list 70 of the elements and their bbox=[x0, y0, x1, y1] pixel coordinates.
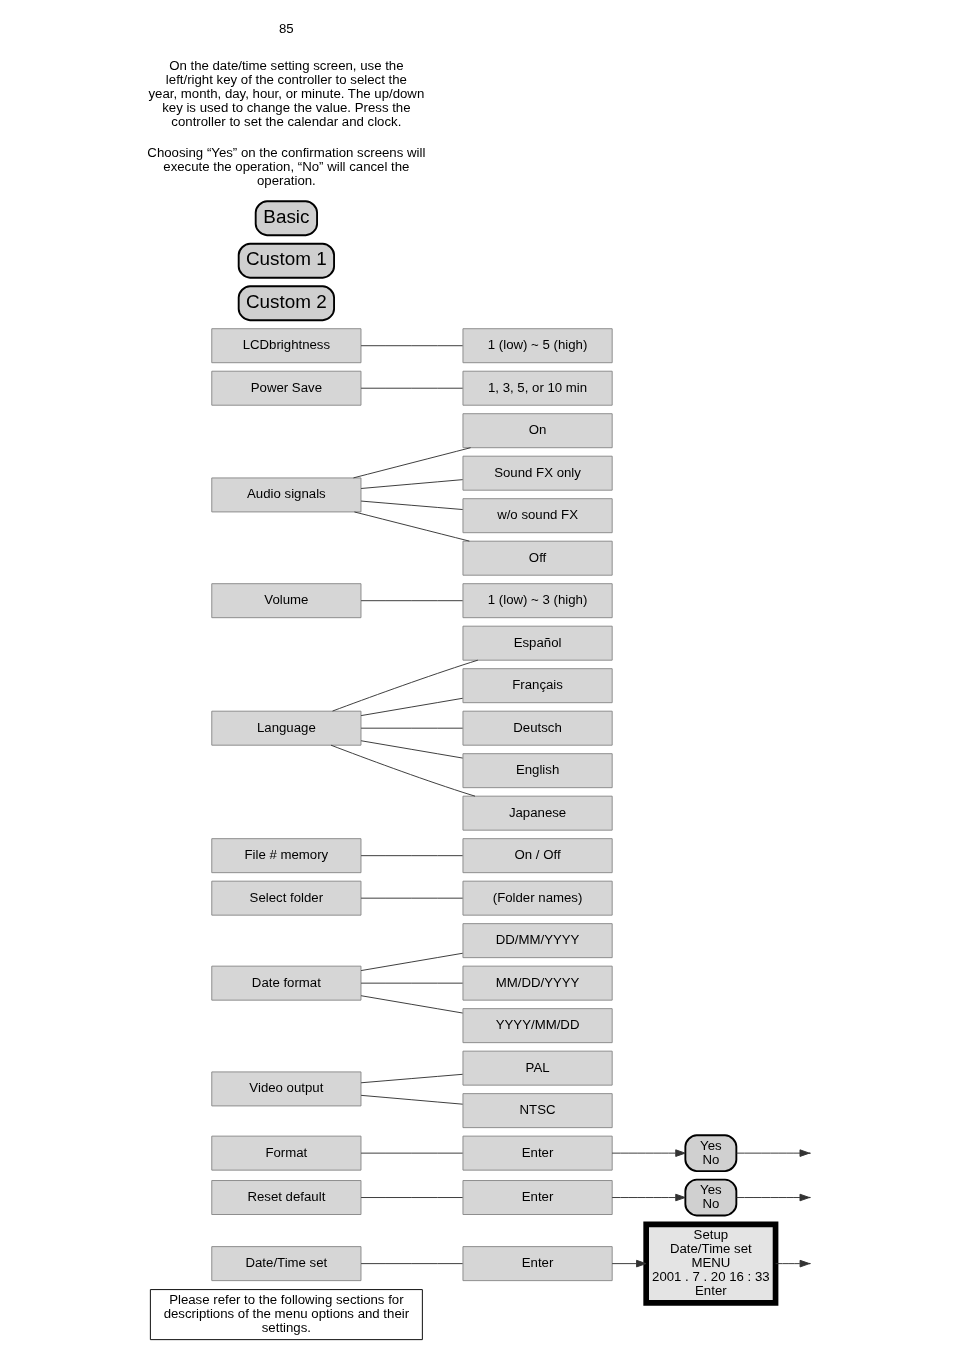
node-box: w/o sound FX bbox=[462, 498, 613, 534]
label: 85 bbox=[279, 20, 294, 36]
connector bbox=[360, 897, 464, 899]
arrow bbox=[736, 1149, 810, 1157]
node-box: Reset default bbox=[211, 1180, 362, 1215]
node-box: Setup Date/Time set MENU 2001 . 7 . 20 16 : 33 Enter bbox=[643, 1221, 779, 1306]
connector bbox=[360, 740, 464, 759]
connector bbox=[360, 1094, 464, 1105]
node-box: Español bbox=[462, 625, 613, 661]
node-box: Volume bbox=[211, 583, 362, 619]
connector bbox=[360, 479, 464, 489]
node-box: MM/DD/YYYY bbox=[462, 965, 613, 1001]
connector bbox=[360, 500, 464, 510]
node-box: Enter bbox=[462, 1180, 613, 1215]
node-box: Yes No bbox=[684, 1178, 738, 1217]
connector bbox=[330, 744, 476, 797]
connector bbox=[353, 511, 470, 542]
connector bbox=[360, 995, 464, 1014]
connector bbox=[360, 697, 464, 717]
connector bbox=[360, 1073, 464, 1084]
node-box: Select folder bbox=[211, 880, 362, 916]
connector bbox=[332, 659, 479, 712]
node-box: Yes No bbox=[684, 1134, 738, 1172]
node-box: Power Save bbox=[211, 370, 362, 406]
connector bbox=[360, 952, 464, 972]
arrow bbox=[611, 1193, 686, 1202]
node-box: 1 (low) ~ 3 (high) bbox=[462, 583, 613, 619]
node-box: Basic bbox=[254, 200, 318, 237]
node-box: Custom 1 bbox=[237, 242, 335, 279]
connector bbox=[360, 982, 464, 984]
node-box: Language bbox=[211, 710, 362, 746]
connector bbox=[360, 1152, 464, 1154]
connector bbox=[360, 727, 464, 729]
node-box: On / Off bbox=[462, 838, 613, 874]
node-box: File # memory bbox=[211, 838, 362, 874]
node-box: Video output bbox=[211, 1071, 362, 1107]
node-box: Audio signals bbox=[211, 477, 362, 513]
connector bbox=[360, 1263, 464, 1265]
node-box: On bbox=[462, 413, 613, 449]
label: Choosing “Yes” on the confirmation screens will execute the operation, “No” will cancel the operation. bbox=[147, 144, 426, 188]
node-box: Please refer to the following sections for descriptions of the menu options and their settings. bbox=[149, 1289, 423, 1341]
node-box: PAL bbox=[462, 1050, 613, 1086]
arrow bbox=[611, 1149, 686, 1157]
node-box: Japanese bbox=[462, 795, 613, 831]
node-box: Format bbox=[211, 1135, 362, 1171]
connector bbox=[360, 855, 464, 857]
node-box: Off bbox=[462, 540, 613, 576]
node-box: 1 (low) ~ 5 (high) bbox=[462, 328, 613, 364]
connector bbox=[360, 600, 464, 602]
arrow bbox=[611, 1259, 647, 1268]
connector bbox=[360, 1197, 464, 1198]
node-box: YYYY/MM/DD bbox=[462, 1008, 613, 1044]
connector bbox=[353, 447, 472, 479]
node-box: Enter bbox=[462, 1246, 613, 1282]
node-box: LCDbrightness bbox=[211, 328, 362, 364]
node-box: English bbox=[462, 753, 613, 789]
node-box: Date/Time set bbox=[211, 1246, 362, 1282]
node-box: DD/MM/YYYY bbox=[462, 923, 613, 959]
node-box: Sound FX only bbox=[462, 455, 613, 491]
connector bbox=[360, 345, 464, 347]
node-box: 1, 3, 5, or 10 min bbox=[462, 370, 613, 406]
node-box: Custom 2 bbox=[237, 285, 335, 322]
connector bbox=[360, 387, 464, 389]
node-box: (Folder names) bbox=[462, 880, 613, 916]
node-box: Date format bbox=[211, 965, 362, 1001]
node-box: Français bbox=[462, 668, 613, 704]
node-box: Enter bbox=[462, 1135, 613, 1171]
node-box: NTSC bbox=[462, 1093, 613, 1129]
label: On the date/time setting screen, use the left/right key of the controller to select the year, month, day, hour, or minute. The up/down key is used to change the value. Press the controller to set the calendar and clock. bbox=[148, 57, 425, 130]
node-box: Deutsch bbox=[462, 710, 613, 746]
